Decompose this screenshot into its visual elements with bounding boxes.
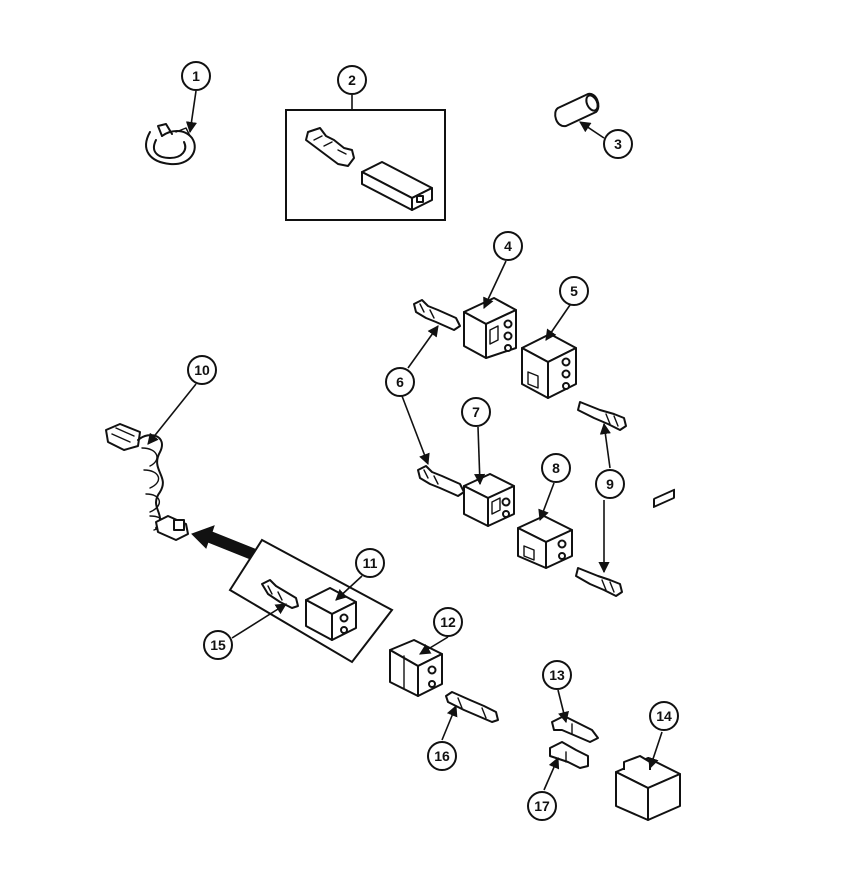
part-6-terminal-upper [413, 299, 461, 331]
callout-14-label: 14 [656, 708, 672, 724]
callout-3-label: 3 [614, 136, 622, 152]
part-6-terminal-lower [417, 465, 465, 497]
part-9-terminal-upper [577, 401, 627, 431]
callout-1-label: 1 [192, 68, 200, 84]
part-10-wire-harness [105, 423, 189, 541]
callout-6: 6 [385, 367, 415, 397]
callout-7: 7 [461, 397, 491, 427]
callout-17: 17 [527, 791, 557, 821]
part-5-connector-receptacle [521, 333, 577, 399]
kit-insulator [361, 161, 433, 211]
callout-15-label: 15 [210, 637, 226, 653]
part-11-connector [305, 587, 357, 641]
callout-16: 16 [427, 741, 457, 771]
callout-9: 9 [595, 469, 625, 499]
part-9-terminal-lower [575, 567, 623, 597]
callout-1: 1 [181, 61, 211, 91]
part-12-connector [389, 639, 443, 697]
callout-2-label: 2 [348, 72, 356, 88]
callout-10: 10 [187, 355, 217, 385]
callout-11-label: 11 [363, 555, 378, 571]
part-3-splice-sleeve [554, 92, 600, 128]
kit-terminal [305, 127, 355, 167]
part-16-pin-terminal [445, 691, 499, 723]
callout-17-label: 17 [534, 798, 550, 814]
callout-6-label: 6 [396, 374, 404, 390]
part-8-connector-receptacle [517, 515, 573, 569]
callout-7-label: 7 [472, 404, 480, 420]
part-14-connector-block [615, 488, 681, 821]
callout-14: 14 [649, 701, 679, 731]
part-15-terminal [261, 579, 299, 609]
callout-16-label: 16 [434, 748, 450, 764]
callout-13-label: 13 [549, 667, 565, 683]
part-13-terminal [551, 715, 599, 743]
part-2-terminal-kit [285, 109, 446, 221]
part-7-connector-housing [463, 473, 515, 527]
callout-12: 12 [433, 607, 463, 637]
callout-8-label: 8 [552, 460, 560, 476]
callout-8: 8 [541, 453, 571, 483]
part-1-cable-clamp [145, 123, 196, 166]
callout-2: 2 [337, 65, 367, 95]
callout-10-label: 10 [194, 362, 210, 378]
callout-5: 5 [559, 276, 589, 306]
callout-9-label: 9 [606, 476, 614, 492]
callout-3: 3 [603, 129, 633, 159]
leader-lines [147, 90, 663, 791]
callout-13: 13 [542, 660, 572, 690]
callout-15: 15 [203, 630, 233, 660]
callout-12-label: 12 [440, 614, 456, 630]
callout-11: 11 [355, 548, 385, 578]
part-4-connector-housing [463, 297, 517, 359]
kit-box [285, 109, 446, 221]
callout-5-label: 5 [570, 283, 578, 299]
callout-4-label: 4 [504, 238, 512, 254]
callout-4: 4 [493, 231, 523, 261]
